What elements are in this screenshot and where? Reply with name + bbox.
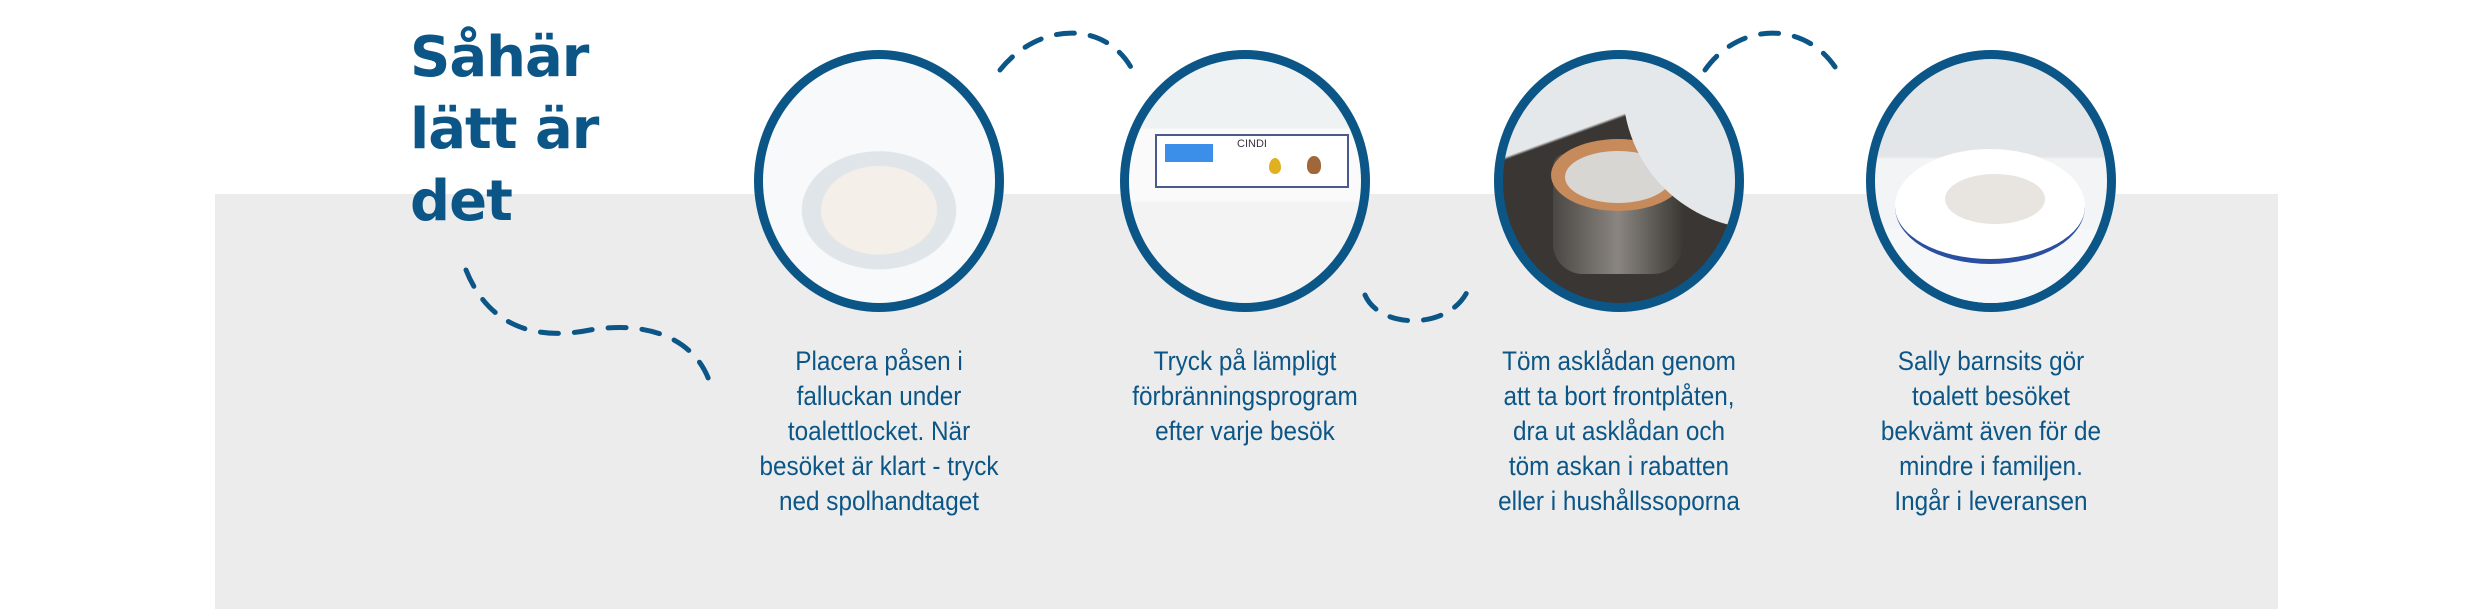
page-title: Såhär lätt är det (410, 22, 599, 238)
dashed-curve-4 (1702, 30, 1843, 78)
step-caption: Tryck på lämpligt förbränningsprogram ef… (1074, 344, 1416, 449)
waste-icon (1307, 156, 1321, 174)
caption-line: Töm asklådan genom (1502, 346, 1736, 376)
title-line: lätt är (410, 97, 599, 162)
caption-line: förbränningsprogram (1132, 381, 1358, 411)
lcd-display (1165, 144, 1213, 162)
caption-line: Ingår i leveransen (1894, 486, 2088, 516)
caption-line: mindre i familjen. (1899, 451, 2083, 481)
control-panel: CINDI (1155, 134, 1349, 188)
dashed-curve-3 (1362, 287, 1471, 324)
caption-line: toalett besöket (1911, 381, 2071, 411)
caption-line: töm askan i rabatten (1508, 451, 1730, 481)
caption-line: efter varje besök (1155, 416, 1335, 446)
seat-opening (1945, 174, 2045, 224)
step-caption: Placera påsen i falluckan under toalettl… (708, 344, 1050, 519)
caption-line: Sally barnsits gör (1897, 346, 2085, 376)
toilet-with-bag-image (754, 50, 1004, 312)
drop-icon (1269, 158, 1281, 174)
child-seat-image (1866, 50, 2116, 312)
title-line: Såhär (410, 25, 589, 90)
control-panel-image: CINDI (1120, 50, 1370, 312)
caption-line: dra ut asklådan och (1512, 416, 1726, 446)
caption-line: ned spolhandtaget (779, 486, 979, 516)
step-caption: Sally barnsits gör toalett besöket bekvä… (1820, 344, 2162, 519)
caption-line: besöket är klart - tryck (759, 451, 999, 481)
dashed-curve-2 (997, 30, 1138, 78)
caption-line: Placera påsen i (795, 346, 963, 376)
ash-container-image (1494, 50, 1744, 312)
panel-brand-label: CINDI (1237, 138, 1267, 150)
title-line: det (410, 169, 513, 234)
dashed-curve-1 (463, 267, 715, 393)
caption-line: eller i hushållssoporna (1498, 486, 1740, 516)
caption-line: falluckan under (796, 381, 962, 411)
caption-line: att ta bort frontplåten, (1503, 381, 1735, 411)
step-caption: Töm asklådan genom att ta bort frontplåt… (1448, 344, 1790, 519)
caption-line: toalettlocket. När (787, 416, 971, 446)
caption-line: bekvämt även för de (1880, 416, 2102, 446)
caption-line: Tryck på lämpligt (1153, 346, 1337, 376)
